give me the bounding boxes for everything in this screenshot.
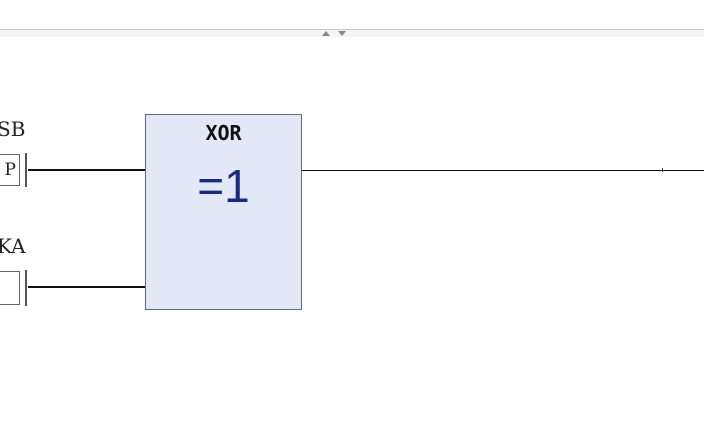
wire-sb-to-xor[interactable] <box>28 169 145 171</box>
input-variable-label-ka[interactable]: KA <box>0 234 26 258</box>
function-block-title: XOR <box>205 121 242 145</box>
input-contact-ka[interactable] <box>0 271 20 305</box>
input-contact-sb[interactable]: P <box>0 154 20 186</box>
input-pin-sb <box>25 153 27 187</box>
output-wire-node <box>662 168 663 172</box>
collapse-up-icon[interactable] <box>322 31 330 36</box>
output-wire[interactable] <box>302 170 704 171</box>
input-variable-label-sb[interactable]: SB <box>0 117 26 141</box>
xor-function-block[interactable]: XOR =1 <box>145 114 302 310</box>
pane-splitter[interactable] <box>0 29 704 37</box>
expand-down-icon[interactable] <box>338 31 346 36</box>
input-pin-ka <box>25 270 27 306</box>
upper-pane <box>0 0 704 29</box>
wire-ka-to-xor[interactable] <box>28 286 145 288</box>
function-block-symbol: =1 <box>197 160 250 212</box>
